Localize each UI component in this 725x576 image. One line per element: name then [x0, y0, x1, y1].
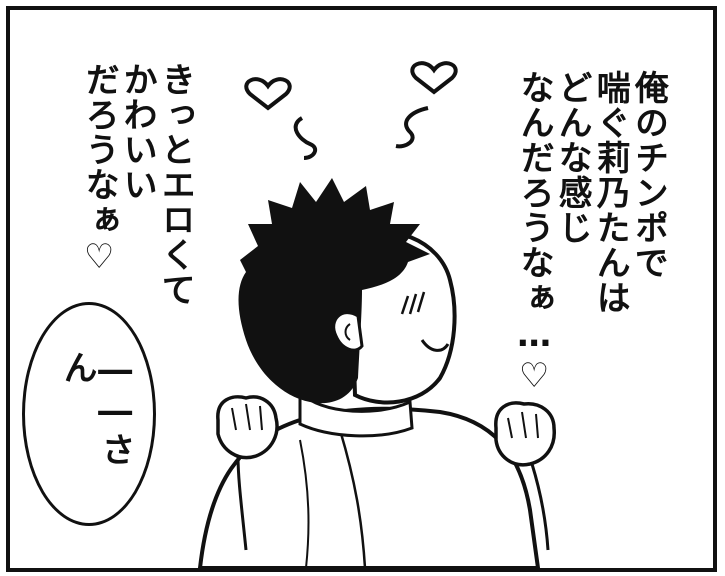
character-smile [420, 339, 450, 352]
character-ear [332, 311, 364, 352]
thought-text-right: 俺のチンポで 喘ぐ莉乃たんは どんな感じ なんだろうなぁ…♡ [514, 70, 669, 450]
character-hair [238, 178, 430, 404]
heart-icon-left [244, 77, 292, 111]
swirl-line-right [395, 106, 429, 149]
speech-bubble-text: ――さん [57, 350, 136, 467]
thought-left-line-1: きっとエロくて [155, 62, 196, 307]
thought-right-line-2: 喘ぐ莉乃たんは [590, 70, 631, 315]
shirt-seam [338, 429, 367, 568]
thought-text-left: きっとエロくて かわいい だろうなぁ♡ [79, 62, 196, 362]
thought-right-line-3: どんな感じ [552, 70, 593, 245]
heart-icon-right [410, 61, 458, 95]
swirl-line-left [293, 116, 318, 160]
speech-bubble [22, 302, 156, 526]
character-neck [298, 389, 414, 438]
thought-left-line-3: だろうなぁ♡ [79, 62, 120, 278]
thought-left-line-2: かわいい [117, 62, 158, 202]
panel-artwork [197, 61, 556, 568]
thought-right-line-1: 俺のチンポで [628, 70, 669, 280]
thought-right-line-4: なんだろうなぁ…♡ [514, 70, 555, 397]
manga-panel: 俺のチンポで 喘ぐ莉乃たんは どんな感じ なんだろうなぁ…♡ きっとエロくて か… [6, 6, 717, 572]
left-fist [216, 395, 279, 460]
blush-marks [400, 291, 426, 315]
